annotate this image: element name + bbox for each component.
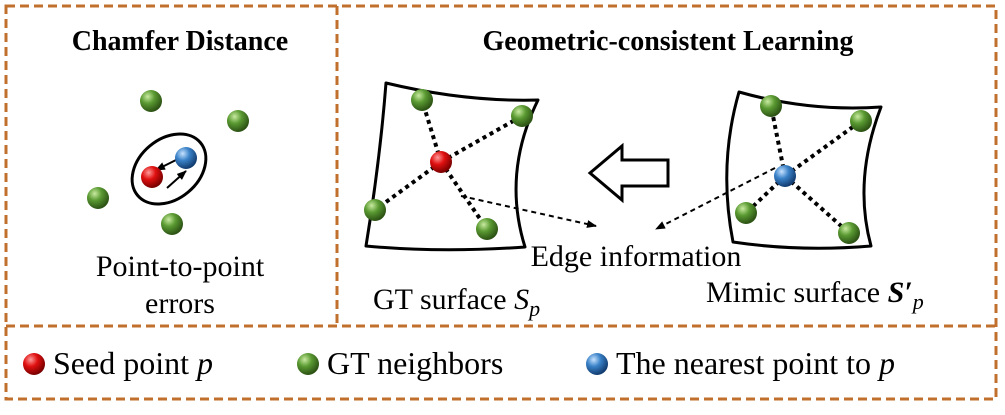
- gt-neighbor-point: [161, 213, 183, 235]
- legend-neighbor-swatch: [297, 353, 319, 375]
- gt-neighbor-point: [511, 105, 533, 127]
- legend-seed-label: Seed point p: [53, 345, 213, 381]
- gt-neighbor-point: [227, 110, 249, 132]
- mimic-dotted-edge: [783, 119, 863, 178]
- seed-point: [141, 166, 163, 188]
- nearest-point: [774, 165, 796, 187]
- gt-neighbor-point: [140, 90, 162, 112]
- gt-dotted-edge: [440, 114, 523, 164]
- chamfer-caption-line2: errors: [145, 287, 215, 320]
- gt-neighbor-point: [476, 218, 498, 240]
- mimic-surface-label: Mimic surface S′p: [706, 276, 924, 314]
- outer-dashed-border: [4, 4, 998, 401]
- gt-neighbor-point: [735, 202, 757, 224]
- mimic-dotted-edge: [769, 105, 787, 177]
- gt-neighbor-point: [411, 89, 433, 111]
- edge-pointer-arrow: [655, 167, 776, 230]
- gt-neighbor-point: [838, 222, 860, 244]
- legend-seed-swatch: [23, 353, 45, 375]
- gt-neighbor-point: [850, 110, 872, 132]
- gt-neighbor-point: [364, 199, 386, 221]
- edge-information-label: Edge information: [531, 240, 742, 273]
- gt-surface-patch: [364, 81, 540, 252]
- gt-surface-label: GT surface Sp: [373, 283, 540, 321]
- chamfer-caption-line1: Point-to-point: [96, 250, 265, 283]
- transfer-arrow: [587, 142, 670, 204]
- nearest-point: [175, 147, 197, 169]
- error-arrow-lower: [166, 170, 187, 189]
- mimic-dotted-edge: [783, 174, 851, 235]
- legend-nearest-swatch: [586, 353, 608, 375]
- legend-nearest-label: The nearest point to p: [616, 345, 895, 381]
- gt-neighbor-point: [87, 187, 109, 209]
- geometric-title: Geometric-consistent Learning: [483, 26, 854, 57]
- gt-dotted-edge: [373, 160, 443, 212]
- error-ellipse: [130, 132, 208, 206]
- legend-neighbor-label: GT neighbors: [327, 345, 503, 381]
- gt-neighbor-point: [760, 95, 782, 117]
- gt-dotted-edge: [439, 160, 489, 231]
- chamfer-title: Chamfer Distance: [72, 26, 288, 57]
- seed-point: [430, 151, 452, 173]
